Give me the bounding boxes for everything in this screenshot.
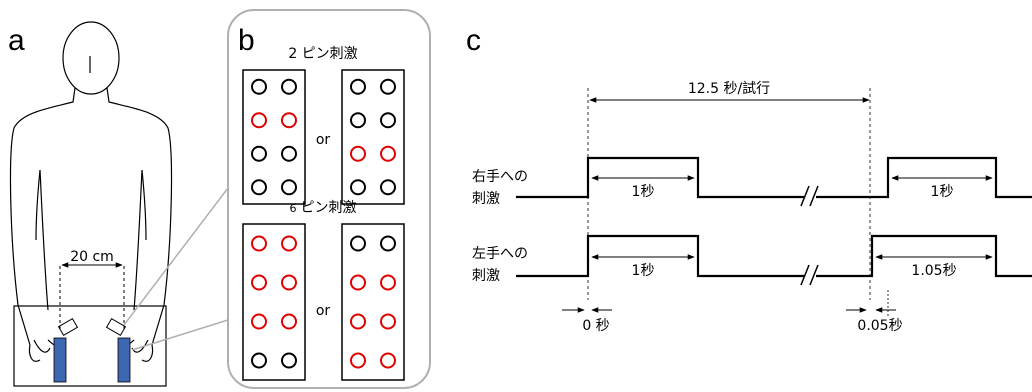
pin-6pin-a-r3-c0-inactive — [251, 352, 267, 369]
pin-6pin-a-r1-c1-active — [281, 274, 297, 291]
pin-6pin-a-r0-c0-active — [251, 235, 267, 252]
six-pin-title: 6 ピン刺激 — [290, 199, 357, 216]
right-pulse-1-label: 1秒 — [632, 184, 655, 200]
pin-2pin-b-r2-c0-active — [350, 145, 366, 162]
panel-a: a 20 cm — [8, 21, 229, 387]
person-waist — [35, 169, 147, 241]
pin-6pin-b-r1-c0-active — [350, 274, 366, 291]
callout-line-top — [123, 187, 229, 326]
right-hand-label-line2: 刺激 — [472, 190, 500, 207]
or-label-bottom: or — [316, 303, 331, 319]
left-device — [53, 337, 67, 383]
panel-b: b 2 ピン刺激 6 ピン刺激 or or — [227, 9, 431, 389]
left-break-mark-2 — [809, 264, 819, 286]
or-label-top: or — [316, 132, 331, 148]
pin-2pin-a-r1-c0-active — [251, 112, 267, 129]
pin-6pin-a-r3-c1-inactive — [281, 352, 297, 369]
six-pin-title-num: 6 — [290, 202, 297, 215]
pin-grid-6pin-b — [341, 223, 405, 381]
left-pulse-1-label: 1秒 — [632, 263, 655, 279]
six-pin-title-rest: ピン刺激 — [301, 199, 357, 216]
pin-2pin-a-r2-c1-inactive — [281, 145, 297, 162]
right-break-mark-1 — [800, 185, 810, 207]
pin-6pin-b-r0-c0-inactive — [350, 235, 366, 252]
pin-grid-6pin-a — [242, 223, 306, 381]
pin-6pin-b-r3-c1-active — [380, 352, 396, 369]
pin-6pin-b-r1-c1-active — [380, 274, 396, 291]
person-figure — [9, 21, 173, 362]
left-thumb-pad — [57, 317, 79, 337]
pin-2pin-a-r3-c1-inactive — [281, 179, 297, 196]
left-pulse-2-label: 1.05秒 — [911, 263, 956, 279]
pin-2pin-b-r3-c0-inactive — [350, 179, 366, 196]
pin-2pin-a-r0-c0-inactive — [251, 78, 267, 95]
pins-layer — [251, 78, 396, 369]
right-device — [117, 337, 131, 383]
pin-grid-2pin-a — [242, 69, 306, 205]
pin-2pin-b-r0-c0-inactive — [350, 78, 366, 95]
left-hand-signal-b — [816, 234, 1032, 278]
right-pulse-2-label: 1秒 — [931, 184, 954, 200]
pin-2pin-a-r2-c0-inactive — [251, 145, 267, 162]
pin-6pin-b-r3-c0-active — [350, 352, 366, 369]
panel-b-frame — [227, 9, 431, 389]
pin-2pin-a-r1-c1-active — [281, 112, 297, 129]
pin-2pin-b-r1-c0-inactive — [350, 112, 366, 129]
pin-2pin-b-r0-c1-inactive — [380, 78, 396, 95]
table-box — [13, 305, 167, 387]
callout-line-bottom — [131, 319, 229, 351]
pin-6pin-b-r2-c1-active — [380, 313, 396, 330]
left-hand-label-line2: 刺激 — [472, 267, 500, 284]
pin-grid-2pin-b — [341, 69, 405, 205]
right-hand-signal-b — [816, 156, 1032, 199]
left-hand-signal-a — [516, 234, 804, 278]
panel-b-letter: b — [238, 24, 255, 57]
pin-2pin-b-r2-c1-active — [380, 145, 396, 162]
pin-2pin-b-r3-c1-inactive — [380, 179, 396, 196]
person-inner-arms — [39, 169, 143, 311]
pin-6pin-a-r0-c1-active — [281, 235, 297, 252]
offset-005-label: 0.05秒 — [857, 318, 902, 334]
right-hand-label-line1: 右手への — [472, 169, 528, 185]
offset-0-label: 0 秒 — [582, 318, 609, 334]
panel-c-letter: c — [466, 24, 481, 57]
right-break-mark-2 — [809, 185, 819, 207]
person-outline — [9, 87, 173, 346]
person-head — [62, 21, 120, 95]
pin-6pin-a-r2-c1-active — [281, 313, 297, 330]
pin-2pin-a-r0-c1-inactive — [281, 78, 297, 95]
distance-label: 20 cm — [70, 249, 114, 265]
pin-2pin-a-r3-c0-inactive — [251, 179, 267, 196]
right-hand-signal-a — [516, 156, 804, 199]
pin-6pin-b-r0-c1-inactive — [380, 235, 396, 252]
left-hand-label-line1: 左手への — [472, 246, 528, 262]
pin-6pin-a-r1-c0-active — [251, 274, 267, 291]
pin-6pin-a-r2-c0-active — [251, 313, 267, 330]
pin-2pin-b-r1-c1-inactive — [380, 112, 396, 129]
panel-c: c 12.5 秒/試行 右手への 刺激 1秒 1秒 左手への 刺激 1秒 1.0… — [466, 24, 1032, 334]
trial-duration-label: 12.5 秒/試行 — [688, 81, 770, 97]
panel-a-letter: a — [8, 24, 25, 57]
right-thumb-pad — [105, 317, 127, 337]
two-pin-title: 2 ピン刺激 — [288, 45, 357, 62]
pin-6pin-b-r2-c0-active — [350, 313, 366, 330]
left-break-mark-1 — [800, 264, 810, 286]
